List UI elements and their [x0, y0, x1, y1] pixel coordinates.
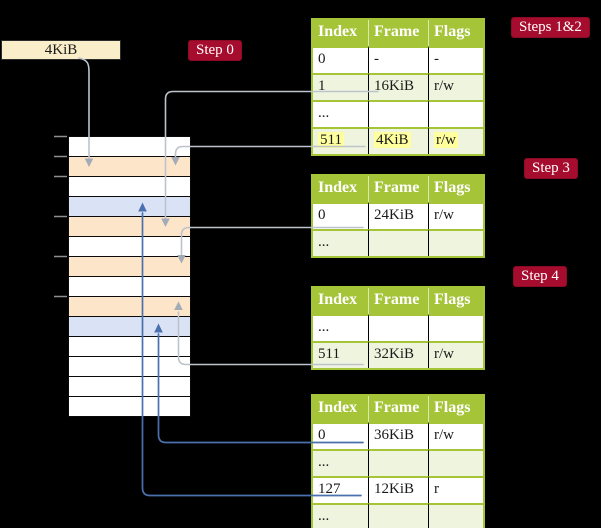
- cell-index: 511: [313, 127, 368, 154]
- header-index: Index: [313, 20, 368, 46]
- memory-frame-row-data: [69, 196, 190, 216]
- table-header-row: Index Frame Flags: [313, 176, 483, 202]
- cell-index: ...: [313, 449, 368, 476]
- cell-flags: -: [428, 46, 483, 73]
- cell-flags: r/w: [428, 202, 483, 229]
- table-row: ...: [313, 229, 483, 256]
- cell-frame: [368, 314, 428, 341]
- table-header-row: Index Frame Flags: [313, 288, 483, 314]
- cell-index: ...: [313, 229, 368, 256]
- cell-index: ...: [313, 314, 368, 341]
- page-table-step-3: Index Frame Flags 0 24KiB r/w ...: [311, 174, 485, 258]
- cell-frame: 36KiB: [368, 422, 428, 449]
- table-row: 127 12KiB r: [313, 476, 483, 503]
- tick-marks: [54, 135, 67, 298]
- table-row: 0 36KiB r/w: [313, 422, 483, 449]
- cell-flags: r/w: [428, 73, 483, 100]
- cell-index: 511: [313, 341, 368, 368]
- badge-steps-1-2: Steps 1&2: [511, 17, 590, 38]
- memory-frame-row-free: [69, 396, 190, 416]
- cell-flags: r/w: [428, 127, 483, 154]
- memory-frame-row-page-table: [69, 256, 190, 276]
- cell-frame: [368, 449, 428, 476]
- cell-frame: [368, 229, 428, 256]
- memory-frame-row-free: [69, 356, 190, 376]
- cell-index: 1: [313, 73, 368, 100]
- table-row: ...: [313, 100, 483, 127]
- cell-index: 0: [313, 202, 368, 229]
- table-row: 511 32KiB r/w: [313, 341, 483, 368]
- page-size-label: 4KiB: [44, 42, 78, 58]
- memory-frame-row-free: [69, 236, 190, 256]
- cell-frame: 12KiB: [368, 476, 428, 503]
- cell-frame: 4KiB: [368, 127, 428, 154]
- cell-frame: 16KiB: [368, 73, 428, 100]
- cell-frame: [368, 100, 428, 127]
- memory-frame-row-free: [69, 376, 190, 396]
- table-header-row: Index Frame Flags: [313, 20, 483, 46]
- table-row: 0 - -: [313, 46, 483, 73]
- cell-frame: -: [368, 46, 428, 73]
- table-row: ...: [313, 314, 483, 341]
- memory-frame-row-free: [69, 137, 190, 156]
- table-row: 1 16KiB r/w: [313, 73, 483, 100]
- header-flags: Flags: [428, 396, 483, 422]
- cell-flags: [428, 449, 483, 476]
- cell-flags: r: [428, 476, 483, 503]
- cell-frame: 32KiB: [368, 341, 428, 368]
- cell-flags: r/w: [428, 341, 483, 368]
- memory-frame-row-page-table: [69, 216, 190, 236]
- badge-step-3: Step 3: [524, 158, 578, 179]
- memory-frame-row-page-table: [69, 296, 190, 316]
- cell-index: ...: [313, 100, 368, 127]
- cell-index: ...: [313, 503, 368, 528]
- table-row: ...: [313, 449, 483, 476]
- header-frame: Frame: [368, 20, 428, 46]
- memory-frame-row-free: [69, 176, 190, 196]
- table-header-row: Index Frame Flags: [313, 396, 483, 422]
- memory-frame-row-data: [69, 316, 190, 336]
- cell-flags: r/w: [428, 422, 483, 449]
- cell-frame: 24KiB: [368, 202, 428, 229]
- memory-frame-row-page-table: [69, 156, 190, 176]
- header-frame: Frame: [368, 396, 428, 422]
- cell-index: 127: [313, 476, 368, 503]
- table-row-highlighted: 511 4KiB r/w: [313, 127, 483, 154]
- cell-index: 0: [313, 422, 368, 449]
- header-index: Index: [313, 396, 368, 422]
- cell-index: 0: [313, 46, 368, 73]
- header-index: Index: [313, 288, 368, 314]
- memory-frame-row-free: [69, 336, 190, 356]
- header-frame: Frame: [368, 176, 428, 202]
- page-table-leaf: Index Frame Flags 0 36KiB r/w ... 127 12…: [311, 394, 485, 528]
- header-index: Index: [313, 176, 368, 202]
- highlighted-value: 511: [318, 132, 344, 148]
- badge-step-0: Step 0: [188, 40, 242, 61]
- header-frame: Frame: [368, 288, 428, 314]
- page-table-step-4: Index Frame Flags ... 511 32KiB r/w: [311, 286, 485, 370]
- physical-memory: [68, 136, 191, 417]
- cell-frame: [368, 503, 428, 528]
- badge-step-4: Step 4: [513, 266, 567, 287]
- cell-flags: [428, 100, 483, 127]
- header-flags: Flags: [428, 288, 483, 314]
- page-size-legend-box: 4KiB: [1, 40, 121, 60]
- cell-flags: [428, 314, 483, 341]
- highlighted-value: 4KiB: [374, 132, 411, 148]
- memory-frame-row-free: [69, 276, 190, 296]
- table-row: ...: [313, 503, 483, 528]
- cell-flags: [428, 503, 483, 528]
- header-flags: Flags: [428, 176, 483, 202]
- page-table-steps-1-2: Index Frame Flags 0 - - 1 16KiB r/w ... …: [311, 18, 485, 156]
- cell-flags: [428, 229, 483, 256]
- header-flags: Flags: [428, 20, 483, 46]
- table-row: 0 24KiB r/w: [313, 202, 483, 229]
- highlighted-value: r/w: [434, 132, 458, 148]
